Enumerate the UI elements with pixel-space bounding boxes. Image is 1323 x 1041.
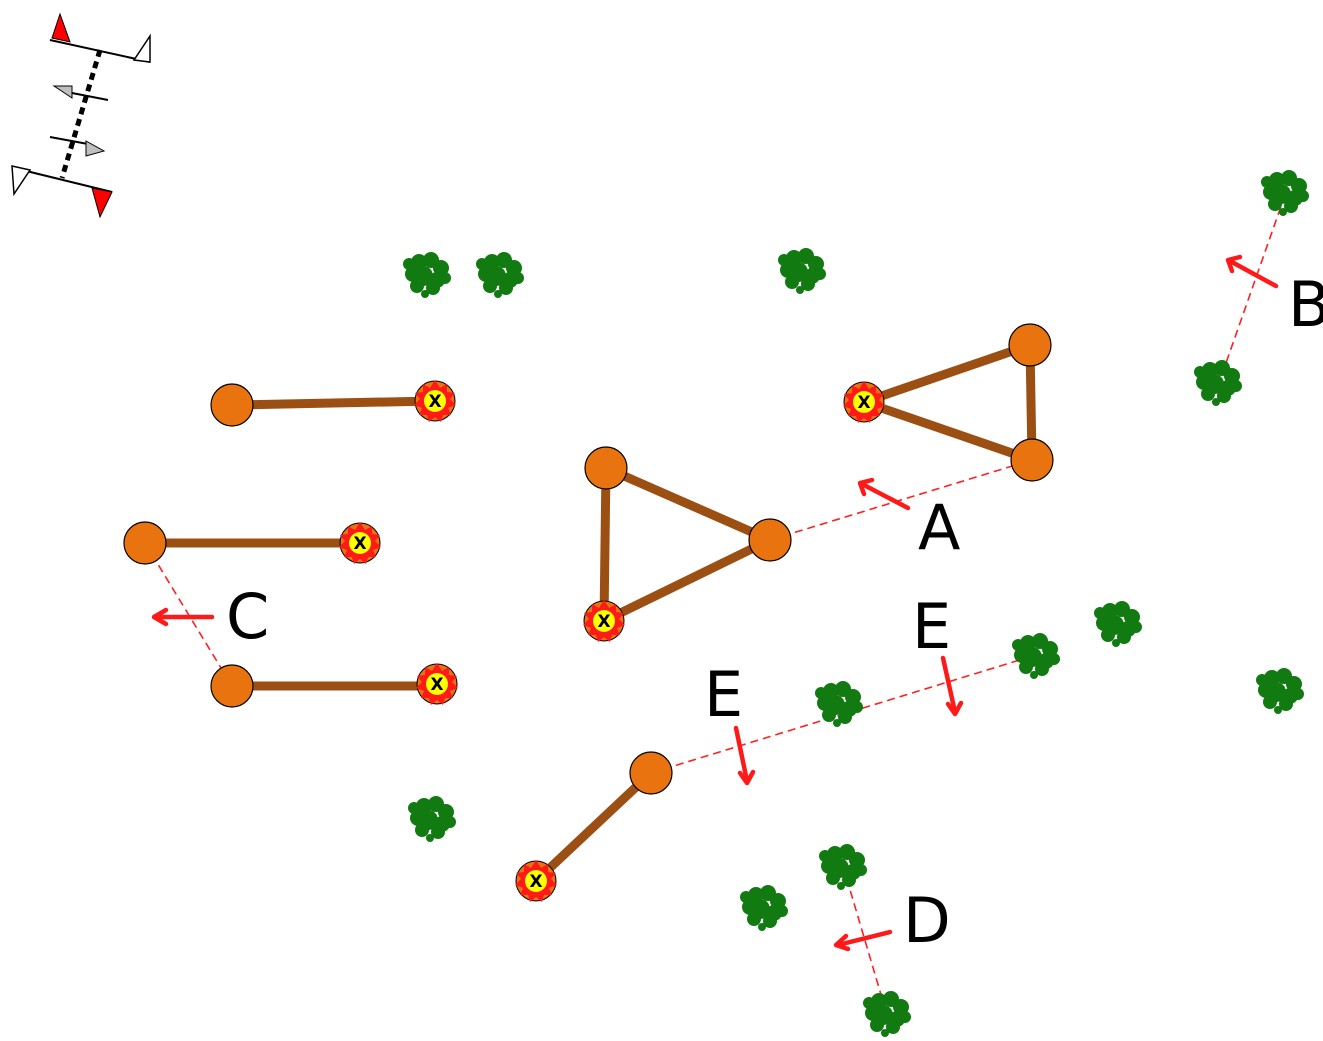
player-node [748,518,792,562]
tree-icon [1256,668,1304,714]
label-b: B [1288,268,1323,341]
pass-line-a [769,459,1033,541]
trees [403,170,1309,1037]
burst-x-icon: X [414,380,456,422]
tree-icon [403,252,451,298]
burst-x-label: X [430,675,443,695]
label-d: D [903,884,951,957]
tree-icon [740,885,788,931]
player-node [629,751,673,795]
burst-x-icon: X [515,860,557,902]
labels: A B C D E E [226,268,1323,957]
burst-x-label: X [857,393,870,413]
field-direction-icon [11,12,151,219]
player-node [584,446,628,490]
burst-x-label: X [529,872,542,892]
burst-x-icon: X [339,522,381,564]
tree-icon [1012,633,1060,679]
tree-icon [476,252,524,298]
player-node [210,383,254,427]
player-node [210,664,254,708]
tree-icon [1194,360,1242,406]
direction-arrow-icon [733,725,756,786]
direction-arrows [151,254,1279,952]
tree-icon [863,991,911,1037]
label-a: A [918,491,960,564]
marked-nodes: X X X X X X [339,380,885,902]
tree-icon [778,248,826,294]
direction-arrow-icon [1225,254,1279,289]
burst-x-icon: X [843,381,885,423]
burst-x-label: X [428,392,441,412]
player-node [1008,323,1052,367]
tree-icon [815,681,863,727]
burst-x-icon: X [583,600,625,642]
burst-x-label: X [353,534,366,554]
label-e-left: E [704,658,743,731]
tree-icon [819,844,867,890]
direction-arrow-icon [151,607,215,627]
label-e-right: E [912,590,951,663]
tree-icon [408,796,456,842]
burst-x-icon: X [416,663,458,705]
direction-arrow-icon [940,655,964,717]
tree-icon [1094,601,1142,647]
direction-arrow-icon [833,929,893,952]
pass-line-b [1219,194,1286,381]
label-c: C [226,580,269,653]
tree-icon [1261,170,1309,216]
direction-arrow-icon [857,477,911,511]
player-node [1010,438,1054,482]
pass-line-c [144,542,233,687]
player-node [123,521,167,565]
burst-x-label: X [597,612,610,632]
player-nodes [123,323,1054,795]
